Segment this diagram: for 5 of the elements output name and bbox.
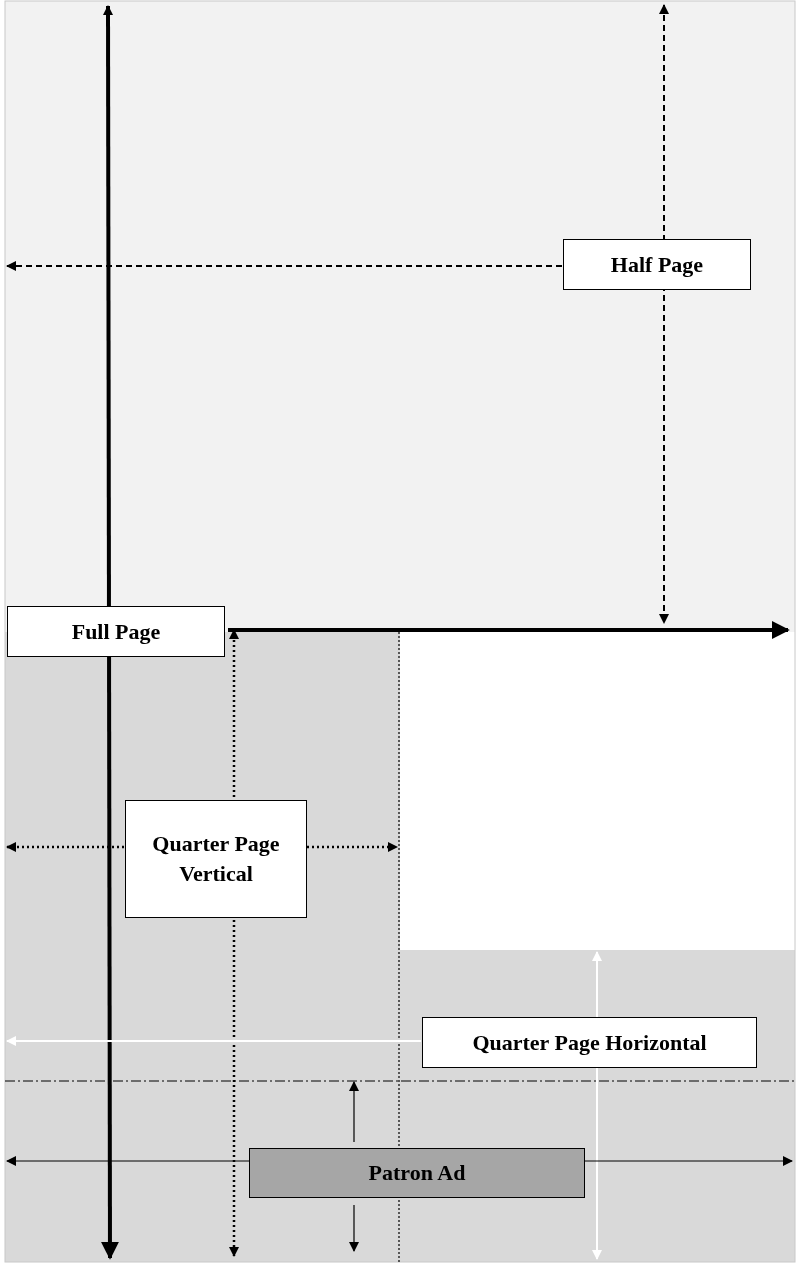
ad-size-label: Full Page	[7, 606, 225, 657]
ad-size-label: Patron Ad	[249, 1148, 585, 1198]
ad-size-label: Quarter Page Vertical	[125, 800, 307, 918]
ad-size-label: Half Page	[563, 239, 751, 290]
ad-size-label: Quarter Page Horizontal	[422, 1017, 757, 1068]
